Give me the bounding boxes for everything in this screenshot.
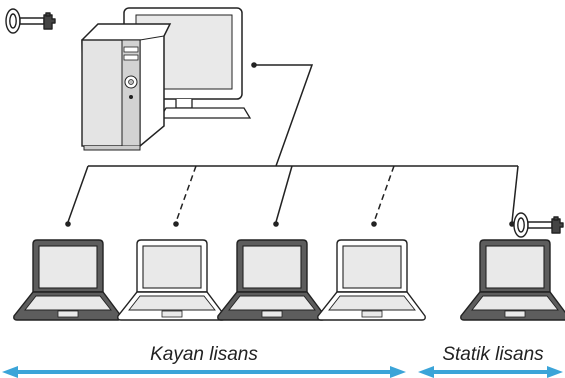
laptop-icon	[117, 239, 226, 321]
desktop-computer-icon	[81, 7, 252, 151]
laptop-icon	[13, 239, 122, 321]
laptop-2-connection-dot	[173, 221, 179, 227]
drop-line-laptop-4	[373, 165, 395, 223]
static-license-label: Statik lisans	[442, 344, 544, 365]
tower-case-icon	[81, 23, 172, 151]
key-icon	[513, 212, 564, 238]
drop-line-laptop-2	[175, 165, 197, 223]
laptop-1-connection-dot	[65, 221, 71, 227]
laptop-icon	[317, 239, 426, 321]
laptop-4-connection-dot	[371, 221, 377, 227]
drop-line-laptop-3	[275, 165, 293, 223]
floating-license-label: Kayan lisans	[150, 344, 258, 365]
laptop-icon	[460, 239, 565, 321]
drop-line-laptop-1	[67, 165, 89, 223]
laptop-3-connection-dot	[273, 221, 279, 227]
server-uplink-line	[254, 64, 314, 167]
static-license-range-arrow	[418, 366, 563, 378]
drop-line-laptop-5	[511, 165, 519, 223]
floating-license-range-arrow	[2, 366, 406, 378]
laptop-icon	[217, 239, 326, 321]
key-icon	[5, 8, 56, 34]
